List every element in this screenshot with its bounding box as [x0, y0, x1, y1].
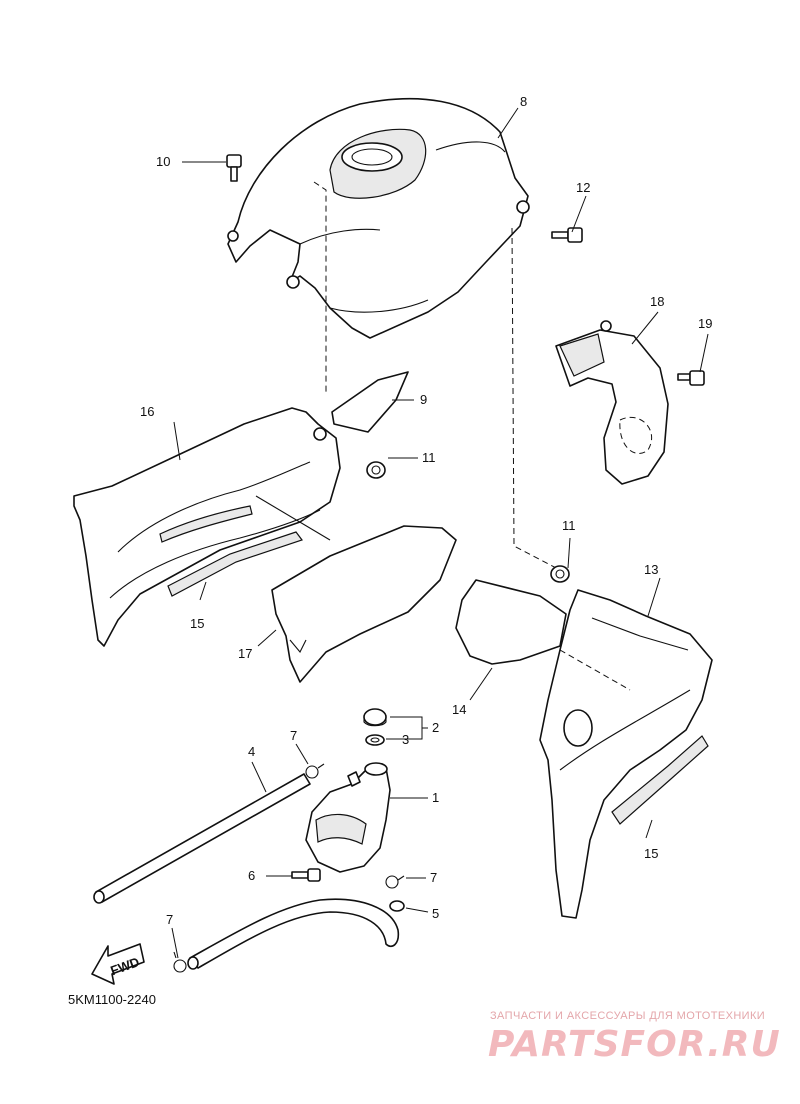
- grommet-11-left: [366, 461, 386, 479]
- callout-6: 6: [248, 868, 255, 883]
- tank-cover-part: [227, 97, 530, 339]
- hose-5: [187, 898, 405, 970]
- callout-14: 14: [452, 702, 466, 717]
- callout-12: 12: [576, 180, 590, 195]
- clamp-7-bottom: [173, 951, 187, 973]
- panel-14: [455, 579, 567, 665]
- callout-7-top: 7: [290, 728, 297, 743]
- callout-15-right: 15: [644, 846, 658, 861]
- callout-8: 8: [520, 94, 527, 109]
- callout-3: 3: [402, 732, 409, 747]
- air-duct-18: [555, 320, 669, 485]
- watermark-logo: PARTSFOR.RU: [488, 1024, 781, 1065]
- callout-2: 2: [432, 720, 439, 735]
- strip-15-left: [167, 531, 303, 597]
- callout-5: 5: [432, 906, 439, 921]
- bolt-10: [226, 154, 242, 182]
- callout-19: 19: [698, 316, 712, 331]
- callout-9: 9: [420, 392, 427, 407]
- diagram-part-code: 5KM1100-2240: [68, 992, 156, 1007]
- panel-9: [331, 371, 409, 433]
- side-cover-left: [73, 407, 341, 647]
- callout-13: 13: [644, 562, 658, 577]
- callouts: 8 10 12 9 16 11 15 17 11 13 14 18 19 2 3…: [140, 94, 712, 927]
- callout-4: 4: [248, 744, 255, 759]
- clamp-7-right: [385, 875, 405, 889]
- cap-2: [363, 708, 387, 727]
- grommet-11-right: [550, 565, 570, 583]
- callout-17: 17: [238, 646, 252, 661]
- callout-7-bottom: 7: [166, 912, 173, 927]
- callout-1: 1: [432, 790, 439, 805]
- callout-11-right: 11: [562, 518, 576, 533]
- assembly-line-9: [313, 181, 327, 392]
- reservoir-1: [305, 762, 391, 873]
- forward-arrow-icon: FWD: [91, 943, 145, 985]
- callout-15-left: 15: [190, 616, 204, 631]
- gasket-3: [365, 734, 385, 746]
- strip-15-right: [611, 735, 709, 825]
- bolt-12: [551, 227, 583, 243]
- assembly-line-13: [511, 227, 561, 571]
- callout-16: 16: [140, 404, 154, 419]
- callout-7-right: 7: [430, 870, 437, 885]
- bolt-6: [291, 868, 321, 882]
- callout-18: 18: [650, 294, 664, 309]
- bolt-19: [677, 370, 705, 386]
- callout-11-left: 11: [422, 450, 436, 465]
- watermark-tagline: ЗАПЧАСТИ И АКСЕССУАРЫ ДЛЯ МОТОТЕХНИКИ: [490, 1010, 766, 1022]
- clamp-7-top: [305, 763, 325, 779]
- leader-lines: [171, 107, 709, 959]
- panel-17: [271, 525, 457, 683]
- callout-10: 10: [156, 154, 170, 169]
- hose-4: [93, 773, 311, 904]
- side-cover-right: [539, 589, 713, 919]
